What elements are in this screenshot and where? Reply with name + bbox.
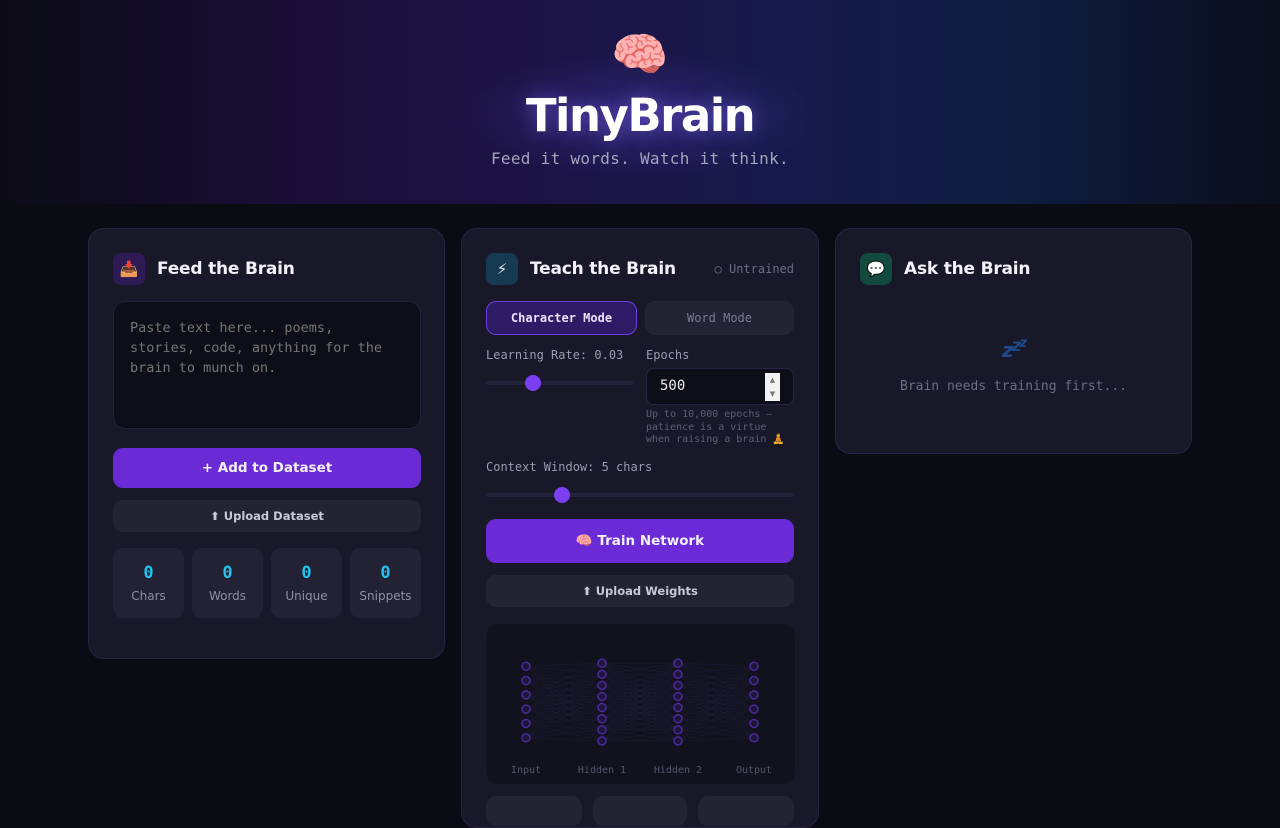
network-node [521, 690, 531, 700]
sleeping-zzz-icon: zzz [1001, 336, 1027, 362]
epochs-input[interactable]: 500 ▲ ▼ [646, 368, 794, 405]
lightning-icon: ⚡ [486, 253, 518, 285]
learning-rate-label: Learning Rate: 0.03 [486, 348, 624, 362]
slider-track [486, 493, 794, 497]
network-node [597, 702, 607, 713]
network-node [597, 691, 607, 702]
layer-label-hidden-2: Hidden 2 [653, 765, 703, 776]
epochs-value: 500 [660, 378, 686, 394]
upload-dataset-button[interactable]: ⬆ Upload Dataset [113, 500, 421, 532]
network-node [521, 718, 531, 729]
network-node [673, 702, 683, 713]
stepper-up-icon[interactable]: ▲ [769, 376, 776, 384]
feed-card: 📥 Feed the Brain + Add to Dataset ⬆ Uplo… [88, 228, 445, 659]
feed-card-title: Feed the Brain [157, 259, 295, 279]
network-node [597, 669, 607, 679]
stat-value: 0 [380, 563, 391, 583]
ask-card: 💬 Ask the Brain zzz Brain needs training… [835, 228, 1192, 454]
network-node [597, 725, 607, 735]
action-button-1[interactable] [486, 796, 582, 826]
network-node [673, 669, 683, 679]
stat-label: Snippets [359, 589, 412, 603]
network-node [749, 704, 759, 714]
stat-value: 0 [301, 563, 312, 583]
network-node [521, 661, 531, 671]
ask-card-header: 💬 Ask the Brain [860, 253, 1031, 285]
epochs-hint: Up to 10,000 epochs — patience is a virt… [646, 409, 785, 445]
app-title: TinyBrain [525, 89, 756, 142]
network-node [521, 675, 531, 686]
network-node [749, 690, 759, 700]
layer-label-hidden-1: Hidden 1 [577, 765, 627, 776]
context-window-slider[interactable] [486, 486, 794, 504]
speech-bubble-icon: 💬 [860, 253, 892, 285]
epochs-stepper[interactable]: ▲ ▼ [765, 373, 780, 401]
teach-card-title: Teach the Brain [530, 259, 676, 279]
brain-logo-icon: 🧠 [611, 27, 669, 81]
teach-card: ⚡ Teach the Brain ○ Untrained Character … [461, 228, 819, 828]
stat-label: Words [208, 589, 247, 603]
hero-header: 🧠 TinyBrain Feed it words. Watch it thin… [0, 0, 1280, 204]
train-network-button[interactable]: 🧠 Train Network [486, 519, 794, 563]
dataset-text-input[interactable] [113, 301, 421, 429]
stepper-down-icon[interactable]: ▼ [769, 390, 776, 398]
teach-card-header: ⚡ Teach the Brain [486, 253, 676, 285]
network-node [673, 680, 683, 691]
network-node [673, 658, 683, 668]
context-window-label: Context Window: 5 chars [486, 460, 653, 474]
slider-track [486, 381, 633, 385]
word-mode-button[interactable]: Word Mode [645, 301, 794, 335]
untrained-message: Brain needs training first... [900, 379, 1127, 394]
character-mode-button[interactable]: Character Mode [486, 301, 637, 335]
stat-value: 0 [222, 563, 233, 583]
stat-unique: 0 Unique [271, 548, 342, 618]
layer-label-input: Input [510, 765, 542, 776]
learning-rate-slider[interactable] [486, 374, 633, 392]
ask-card-title: Ask the Brain [904, 259, 1031, 279]
network-node [749, 718, 759, 729]
network-node [597, 736, 607, 746]
action-button-3[interactable] [698, 796, 794, 826]
network-node [597, 658, 607, 668]
stat-value: 0 [143, 563, 154, 583]
stat-label: Unique [285, 589, 328, 603]
stat-chars: 0 Chars [113, 548, 184, 618]
network-node [521, 733, 531, 743]
app-tagline: Feed it words. Watch it think. [491, 149, 789, 168]
stat-label: Chars [131, 589, 166, 603]
feed-card-header: 📥 Feed the Brain [113, 253, 295, 285]
stat-snippets: 0 Snippets [350, 548, 421, 618]
inbox-tray-icon: 📥 [113, 253, 145, 285]
upload-weights-button[interactable]: ⬆ Upload Weights [486, 575, 794, 607]
network-node [749, 661, 759, 671]
stat-words: 0 Words [192, 548, 263, 618]
network-node [673, 736, 683, 746]
network-visualization: Input Hidden 1 Hidden 2 Output [486, 624, 795, 784]
network-node [521, 704, 531, 714]
network-node [673, 713, 683, 724]
dataset-stats: 0 Chars 0 Words 0 Unique 0 Snippets [113, 548, 421, 618]
slider-thumb[interactable] [525, 375, 541, 391]
network-graph [521, 658, 759, 746]
network-node [597, 680, 607, 691]
action-button-2[interactable] [593, 796, 687, 826]
network-node [749, 675, 759, 686]
network-node [749, 733, 759, 743]
epochs-label: Epochs [646, 348, 690, 362]
training-status: ○ Untrained [714, 262, 794, 276]
slider-thumb[interactable] [554, 487, 570, 503]
network-node [597, 713, 607, 724]
layer-label-output: Output [735, 765, 773, 776]
network-node [673, 725, 683, 735]
add-to-dataset-button[interactable]: + Add to Dataset [113, 448, 421, 488]
network-node [673, 691, 683, 702]
